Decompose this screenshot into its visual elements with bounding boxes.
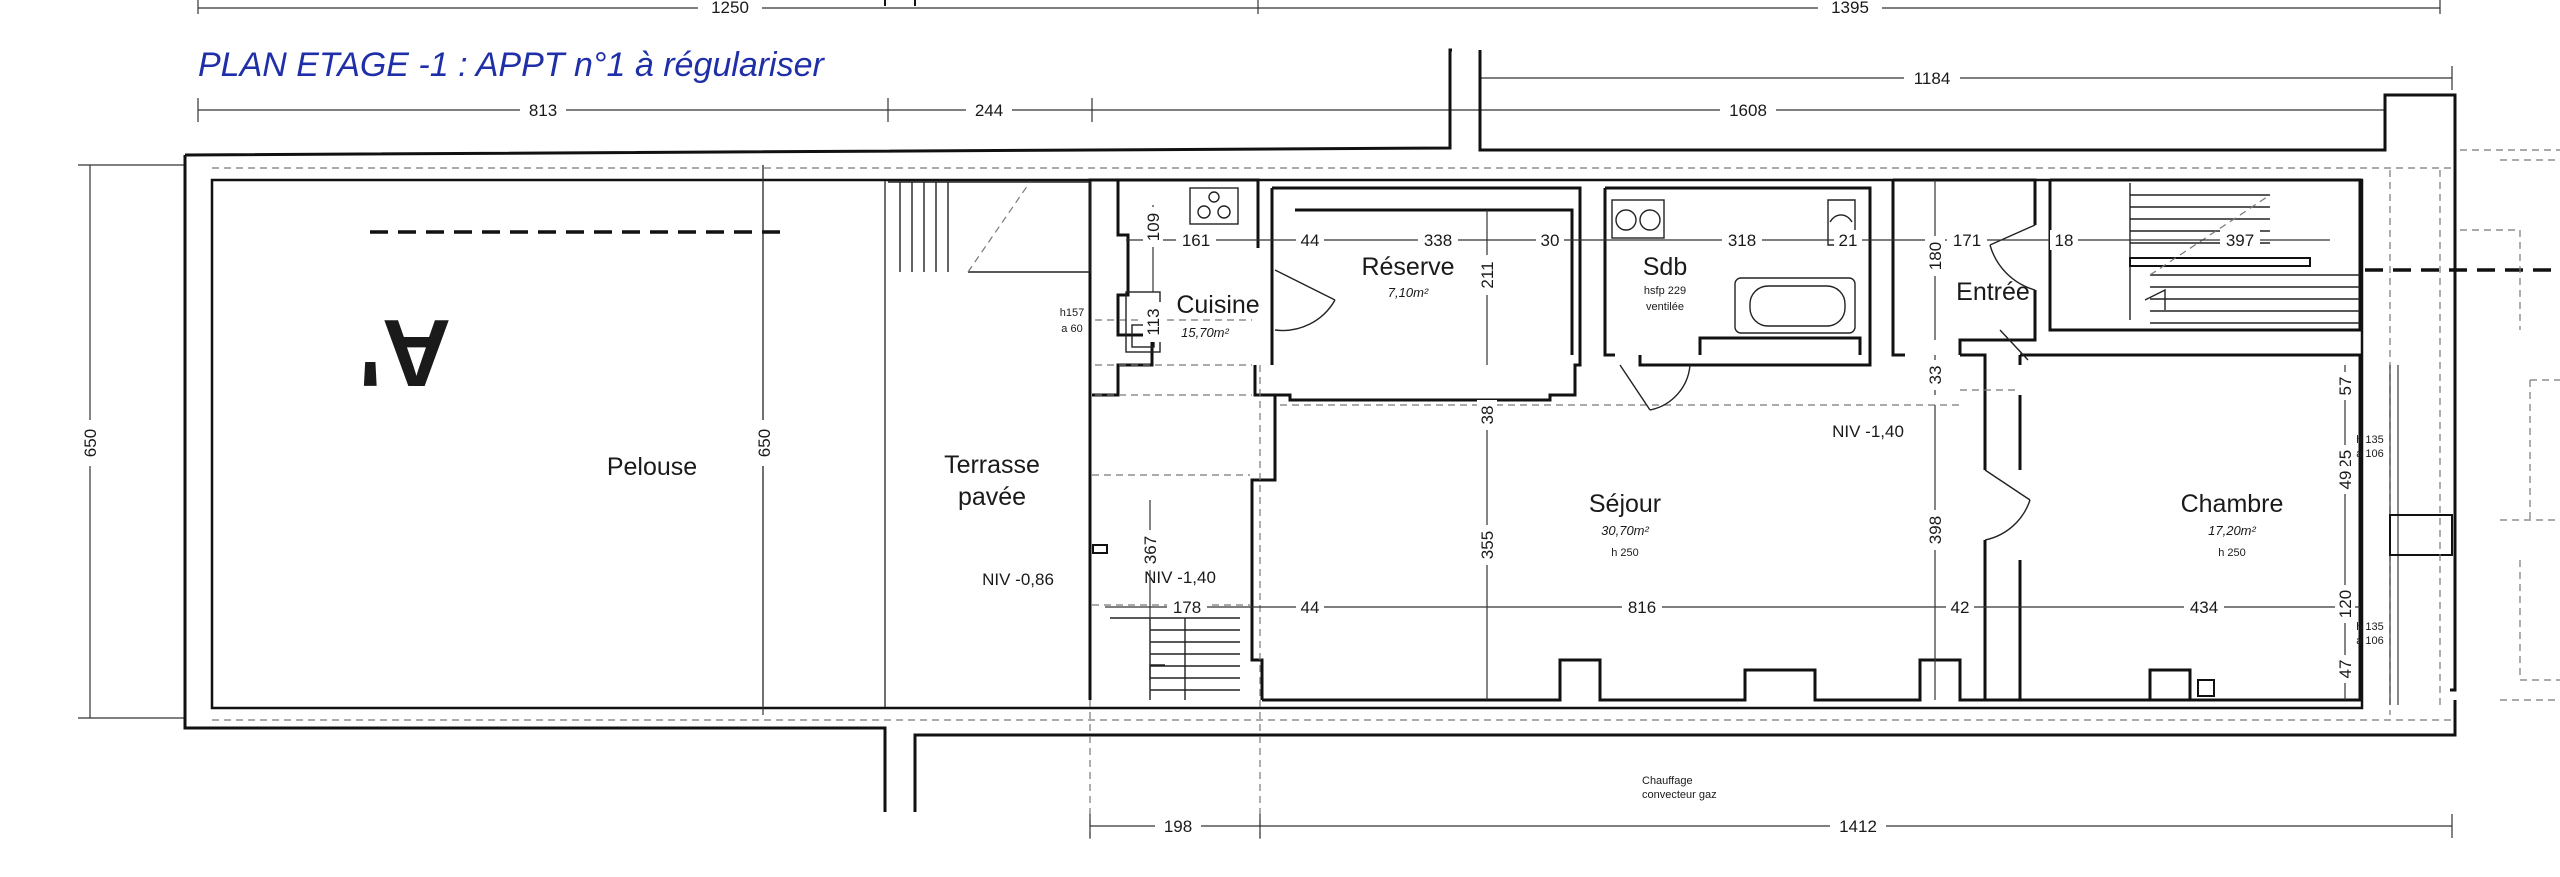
dim-44-top: 44: [1301, 231, 1320, 250]
room-sejour: Séjour: [1589, 490, 1661, 518]
room-terrasse-line2: pavée: [958, 483, 1026, 511]
dim-813: 813: [529, 101, 557, 120]
dim-244: 244: [975, 101, 1003, 120]
dashed-lines: [1089, 159, 2560, 840]
section-label: A': [359, 299, 451, 406]
dim-47: 47: [2336, 660, 2355, 679]
dim-816: 816: [1628, 598, 1656, 617]
area-reserve: 7,10m²: [1388, 285, 1429, 300]
dim-367: 367: [1141, 536, 1160, 564]
level-cuisine-stair: NIV -1,40: [1144, 568, 1216, 587]
doors: [1274, 224, 2036, 541]
dim-171: 171: [1953, 231, 1981, 250]
dim-38: 38: [1478, 406, 1497, 425]
interior-dimensions: 161 109 113 44 338 30 318 21 171 18 397 …: [1105, 180, 2360, 700]
dim-1250: 1250: [711, 0, 749, 17]
room-terrasse-line1: Terrasse: [944, 451, 1040, 479]
room-cuisine: Cuisine: [1176, 291, 1259, 319]
dim-1395: 1395: [1831, 0, 1869, 17]
room-sdb: Sdb: [1643, 253, 1687, 281]
area-chambre: 17,20m²: [2208, 523, 2256, 538]
note-window-top-a: a 106: [2356, 448, 2384, 460]
neighbour-outline: [2460, 149, 2560, 681]
note-h157: h157: [1060, 307, 1084, 319]
dim-57: 57: [2336, 377, 2355, 396]
dim-398: 398: [1926, 516, 1945, 544]
dim-49: 49: [2336, 471, 2355, 490]
dim-120: 120: [2336, 590, 2355, 618]
dim-180: 180: [1926, 242, 1945, 270]
note-a60: a 60: [1061, 323, 1082, 335]
room-chambre: Chambre: [2181, 490, 2284, 518]
dim-211: 211: [1478, 261, 1497, 288]
note-chauffage: Chauffage: [1642, 775, 1693, 787]
dim-113: 113: [1144, 308, 1163, 335]
dim-33: 33: [1926, 366, 1945, 385]
height-chambre: h 250: [2218, 547, 2246, 559]
dimension-1184: 1184: [1480, 66, 2453, 90]
dim-397: 397: [2226, 231, 2254, 250]
dim-1412: 1412: [1839, 817, 1877, 836]
stairs: [888, 181, 2360, 700]
dimension-row-top: 813 244 1608: [197, 98, 2386, 122]
top-dimension-row: 1250 1395: [197, 0, 2441, 17]
level-sejour: NIV -1,40: [1832, 422, 1904, 441]
dim-178: 178: [1173, 598, 1201, 617]
fixtures: [1125, 187, 1856, 353]
dimension-left-650: 650: [78, 164, 185, 719]
dim-355: 355: [1478, 531, 1497, 559]
room-reserve: Réserve: [1361, 253, 1454, 281]
dim-434: 434: [2190, 598, 2218, 617]
room-pelouse: Pelouse: [607, 453, 697, 481]
room-entree: Entrée: [1956, 278, 2030, 306]
dim-21: 21: [1839, 231, 1858, 250]
area-sejour: 30,70m²: [1601, 523, 1649, 538]
note-window-bot-h: h 135: [2356, 621, 2384, 633]
dim-318: 318: [1728, 231, 1756, 250]
dim-44-bottom: 44: [1301, 598, 1320, 617]
note-convecteur: convecteur gaz: [1642, 789, 1717, 801]
room-labels: Pelouse Terrasse pavée Cuisine 15,70m² R…: [607, 253, 2284, 559]
area-cuisine: 15,70m²: [1181, 325, 1229, 340]
dim-109: 109: [1144, 213, 1163, 241]
plan-title: PLAN ETAGE -1 : APPT n°1 à régulariser: [198, 46, 824, 84]
section-marker: A': [359, 230, 2560, 406]
level-notes: NIV -0,86 NIV -1,40 NIV -1,40 h157 a 60 …: [982, 307, 2384, 801]
note-window-top-h: h 135: [2356, 434, 2384, 446]
dim-1608: 1608: [1729, 101, 1767, 120]
exterior-walls: [183, 48, 2457, 812]
dim-650-inner: 650: [755, 429, 774, 457]
note-window-bot-a: a 106: [2356, 635, 2384, 647]
level-terrasse: NIV -0,86: [982, 570, 1054, 589]
dim-338: 338: [1424, 231, 1452, 250]
dim-18: 18: [2055, 231, 2074, 250]
dim-198: 198: [1164, 817, 1192, 836]
dim-650-left: 650: [81, 429, 100, 457]
dim-1184: 1184: [1914, 69, 1951, 88]
height-sejour: h 250: [1611, 547, 1639, 559]
dim-30: 30: [1541, 231, 1560, 250]
bottom-dimension-row: 198 1412: [1089, 814, 2453, 838]
dim-42: 42: [1951, 598, 1970, 617]
interior-walls: 650: [754, 165, 2453, 715]
sdb-note-hsfp: hsfp 229: [1644, 285, 1686, 297]
sdb-note-ventilee: ventilée: [1646, 301, 1684, 313]
dim-161: 161: [1182, 231, 1210, 250]
